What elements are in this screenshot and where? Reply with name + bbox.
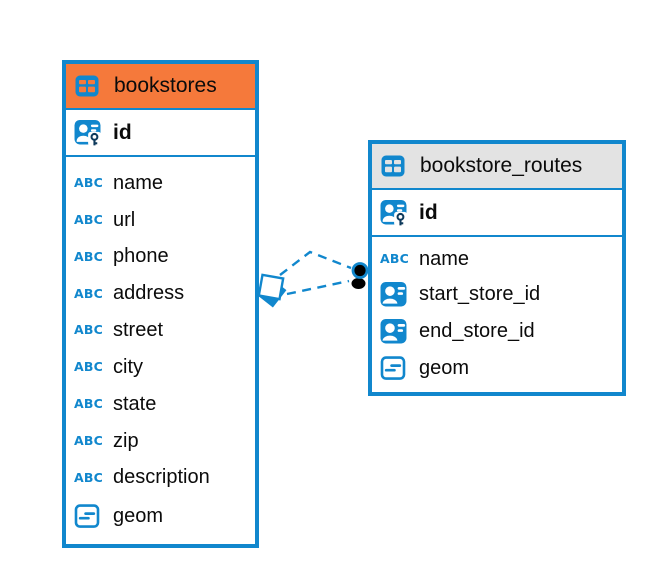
column-name: id [113, 120, 132, 144]
column-name: url [113, 208, 136, 231]
table-header-bookstore-routes[interactable]: bookstore_routes [372, 144, 622, 190]
text-type-icon: ABC [74, 395, 103, 411]
column-name: start_store_id [419, 283, 541, 305]
column-name: geom [113, 504, 164, 527]
column-row-bookstores-description[interactable]: ABC description [66, 466, 255, 489]
column-row-bookstores-phone[interactable]: ABC phone [66, 245, 255, 268]
column-row-bookstores-address[interactable]: ABC address [66, 282, 255, 305]
table-card-bookstore-routes[interactable]: bookstore_routes id ABC name start_store… [368, 140, 626, 396]
relation-source-handle[interactable] [255, 273, 287, 308]
table-icon [75, 74, 105, 98]
text-type-icon: ABC [74, 285, 103, 301]
column-row-routes-geom[interactable]: geom [372, 355, 622, 381]
primary-key-icon [380, 199, 410, 226]
column-name: state [113, 392, 157, 415]
column-row-bookstores-city[interactable]: ABC city [66, 356, 255, 379]
foreign-key-icon [380, 281, 410, 308]
column-row-routes-name[interactable]: ABC name [372, 248, 622, 271]
column-row-routes-id[interactable]: id [372, 190, 622, 237]
column-name: name [419, 248, 470, 270]
table-title: bookstores [114, 74, 217, 97]
table-header-bookstores[interactable]: bookstores [66, 64, 255, 110]
table-title: bookstore_routes [420, 154, 583, 177]
column-row-bookstores-state[interactable]: ABC state [66, 393, 255, 416]
column-row-routes-end-store-id[interactable]: end_store_id [372, 318, 622, 345]
geometry-type-icon [74, 503, 104, 529]
column-row-bookstores-url[interactable]: ABC url [66, 209, 255, 232]
relationship-line-end-store-id[interactable] [286, 279, 350, 296]
column-name: zip [113, 429, 139, 452]
column-name: end_store_id [419, 320, 535, 342]
column-row-routes-start-store-id[interactable]: start_store_id [372, 281, 622, 308]
column-name: name [113, 171, 164, 194]
primary-key-icon [74, 119, 104, 146]
text-type-icon: ABC [74, 211, 103, 227]
text-type-icon: ABC [74, 432, 103, 448]
column-row-bookstores-street[interactable]: ABC street [66, 319, 255, 342]
foreign-key-icon [380, 318, 410, 345]
column-name: address [113, 282, 185, 305]
column-row-bookstores-id[interactable]: id [66, 110, 255, 157]
geometry-type-icon [380, 355, 410, 381]
column-row-bookstores-zip[interactable]: ABC zip [66, 430, 255, 453]
column-list-bookstore-routes: ABC name start_store_id end_store_id ge [372, 237, 622, 392]
relationship-line-start-store-id[interactable] [279, 250, 352, 276]
table-card-bookstores[interactable]: bookstores id ABC name ABC url ABC phone… [62, 60, 259, 548]
text-type-icon: ABC [380, 251, 409, 267]
text-type-icon: ABC [74, 359, 103, 375]
text-type-icon: ABC [74, 322, 103, 338]
column-name: phone [113, 245, 169, 268]
text-type-icon: ABC [74, 469, 103, 485]
column-name: id [419, 200, 438, 224]
text-type-icon: ABC [74, 248, 103, 264]
column-name: description [113, 466, 210, 489]
column-name: street [113, 319, 164, 342]
column-name: city [113, 355, 143, 378]
text-type-icon: ABC [74, 175, 103, 191]
column-row-bookstores-name[interactable]: ABC name [66, 172, 255, 195]
relation-target-handle[interactable] [351, 262, 369, 290]
table-icon [381, 154, 411, 178]
column-list-bookstores: ABC name ABC url ABC phone ABC address A… [66, 157, 255, 544]
column-name: geom [419, 356, 470, 379]
column-row-bookstores-geom[interactable]: geom [66, 503, 255, 529]
